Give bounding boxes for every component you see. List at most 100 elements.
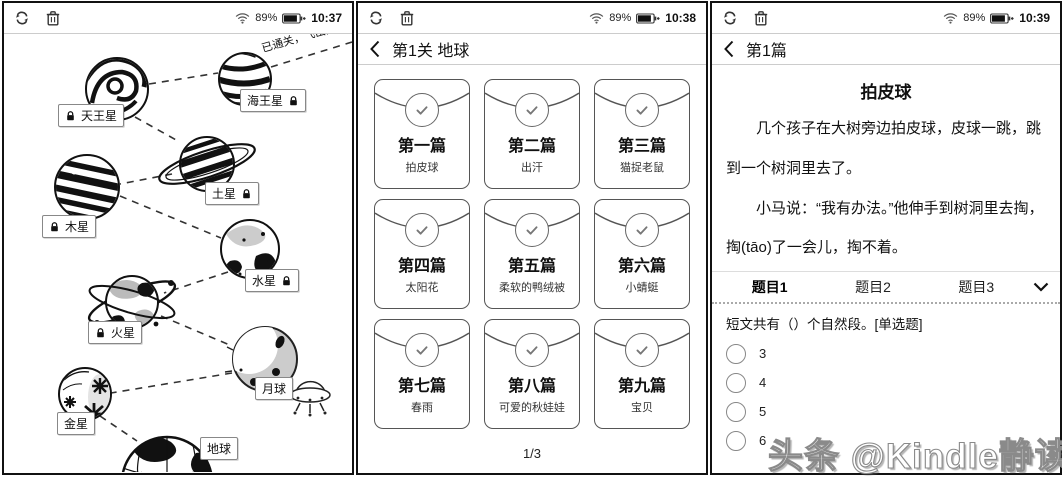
planet-label-uranus[interactable]: 天王星 <box>58 104 125 127</box>
lesson-card-1[interactable]: 第一篇 拍皮球 <box>374 79 470 189</box>
planet-name: 地球 <box>207 442 232 456</box>
lesson-card-8[interactable]: 第八篇 可爱的秋娃娃 <box>484 319 580 429</box>
check-circle-icon <box>515 333 549 367</box>
option-label: 5 <box>759 404 767 419</box>
lesson-card-6[interactable]: 第六篇 小蜻蜓 <box>594 199 690 309</box>
card-subtitle: 出汗 <box>521 162 543 174</box>
planet-venus <box>58 367 112 421</box>
clock: 10:37 <box>311 11 342 25</box>
lesson-card-9[interactable]: 第九篇 宝贝 <box>594 319 690 429</box>
card-title: 第七篇 <box>397 378 446 395</box>
page-title: 第1关 地球 <box>392 43 470 60</box>
question-tabs: 题目1 题目2 题目3 <box>712 272 1060 302</box>
battery-percent: 89% <box>609 12 632 24</box>
card-title: 第五篇 <box>507 258 556 275</box>
check-circle-icon <box>515 93 549 127</box>
tab-question-1[interactable]: 题目1 <box>751 279 788 295</box>
answer-option-4[interactable]: 6 <box>726 426 1046 455</box>
trash-icon[interactable] <box>754 10 768 26</box>
option-label: 3 <box>759 346 767 361</box>
sync-icon[interactable] <box>368 10 384 26</box>
battery-percent: 89% <box>963 12 986 24</box>
planet-label-jupiter[interactable]: 木星 <box>42 215 97 238</box>
radio-icon[interactable] <box>726 430 746 451</box>
planet-label-mars[interactable]: 火星 <box>88 321 143 344</box>
collapse-button[interactable] <box>1028 282 1054 292</box>
trash-icon[interactable] <box>46 10 60 26</box>
planet-name: 土星 <box>212 187 237 201</box>
answer-option-2[interactable]: 4 <box>726 368 1046 397</box>
tab-question-2[interactable]: 题目2 <box>855 279 891 295</box>
card-subtitle: 拍皮球 <box>405 162 439 174</box>
card-title: 第九篇 <box>617 378 666 395</box>
lesson-card-grid: 第一篇 拍皮球 第二篇 出汗 第三篇 猫捉老鼠 第四篇 太阳花 第五篇 柔软的鸭… <box>358 65 706 429</box>
answer-option-1[interactable]: 3 <box>726 339 1046 368</box>
radio-icon[interactable] <box>726 343 746 364</box>
page-header: 第1篇 <box>712 34 1060 65</box>
card-subtitle: 可爱的秋娃娃 <box>499 402 565 414</box>
card-title: 第八篇 <box>507 378 556 395</box>
lock-icon <box>51 221 58 231</box>
card-title: 第三篇 <box>617 138 666 155</box>
planet-jupiter <box>54 154 120 220</box>
planet-label-saturn[interactable]: 土星 <box>205 182 260 205</box>
dotted-divider <box>712 302 1060 304</box>
card-subtitle: 柔软的鸭绒被 <box>499 282 565 294</box>
planet-label-earth[interactable]: 地球 <box>200 437 239 460</box>
lock-icon <box>97 327 104 337</box>
back-button[interactable] <box>724 40 734 58</box>
lock-icon <box>283 275 290 285</box>
planet-label-mercury[interactable]: 水星 <box>245 269 300 292</box>
check-circle-icon <box>405 93 439 127</box>
tab-question-3[interactable]: 题目3 <box>958 279 995 295</box>
article-paragraph: 几个孩子在大树旁边拍皮球，皮球一跳，跳到一个树洞里去了。 <box>726 120 1042 177</box>
wifi-icon <box>943 12 958 24</box>
wifi-icon <box>235 12 250 24</box>
battery-charging-icon <box>990 12 1014 24</box>
radio-icon[interactable] <box>726 401 746 422</box>
divider <box>712 271 1060 272</box>
lock-icon <box>67 110 74 120</box>
article-title: 拍皮球 <box>860 83 912 102</box>
planet-label-neptune[interactable]: 海王星 <box>240 89 307 112</box>
planet-label-venus[interactable]: 金星 <box>57 412 96 435</box>
lesson-card-7[interactable]: 第七篇 春雨 <box>374 319 470 429</box>
check-circle-icon <box>625 213 659 247</box>
planet-saturn <box>158 136 256 192</box>
lesson-card-2[interactable]: 第二篇 出汗 <box>484 79 580 189</box>
sync-icon[interactable] <box>722 10 738 26</box>
card-title: 第二篇 <box>507 138 556 155</box>
wifi-icon <box>589 12 604 24</box>
battery-charging-icon <box>282 12 306 24</box>
planet-label-moon[interactable]: 月球 <box>255 377 294 400</box>
lock-icon <box>243 188 250 198</box>
article-paragraph: 小马说：“我有办法。”他伸手到树洞里去掏，掏(tāo)了一会儿，掏不着。 <box>726 199 1044 257</box>
card-subtitle: 宝贝 <box>631 402 653 414</box>
page-indicator: 1/3 <box>522 446 542 461</box>
radio-icon[interactable] <box>726 372 746 393</box>
planet-name: 金星 <box>64 417 89 431</box>
back-button[interactable] <box>370 40 380 58</box>
battery-charging-icon <box>636 12 660 24</box>
battery-percent: 89% <box>255 12 278 24</box>
chevron-left-icon <box>724 40 734 58</box>
planet-moon <box>224 326 298 392</box>
card-title: 第一篇 <box>397 138 446 155</box>
check-circle-icon <box>515 213 549 247</box>
trash-icon[interactable] <box>400 10 414 26</box>
chevron-left-icon <box>370 40 380 58</box>
option-label: 4 <box>759 375 767 390</box>
clock: 10:39 <box>1019 11 1050 25</box>
lesson-card-4[interactable]: 第四篇 太阳花 <box>374 199 470 309</box>
planet-name: 水星 <box>252 274 277 288</box>
question-text: 短文共有（）个自然段。[单选题] <box>726 317 923 332</box>
status-bar: 89% 10:38 <box>358 3 706 34</box>
check-circle-icon <box>405 213 439 247</box>
lesson-card-3[interactable]: 第三篇 猫捉老鼠 <box>594 79 690 189</box>
answer-option-3[interactable]: 5 <box>726 397 1046 426</box>
planet-name: 火星 <box>111 326 136 340</box>
sync-icon[interactable] <box>14 10 30 26</box>
planet-name: 天王星 <box>81 109 118 123</box>
status-bar: 89% 10:39 <box>712 3 1060 34</box>
lesson-card-5[interactable]: 第五篇 柔软的鸭绒被 <box>484 199 580 309</box>
